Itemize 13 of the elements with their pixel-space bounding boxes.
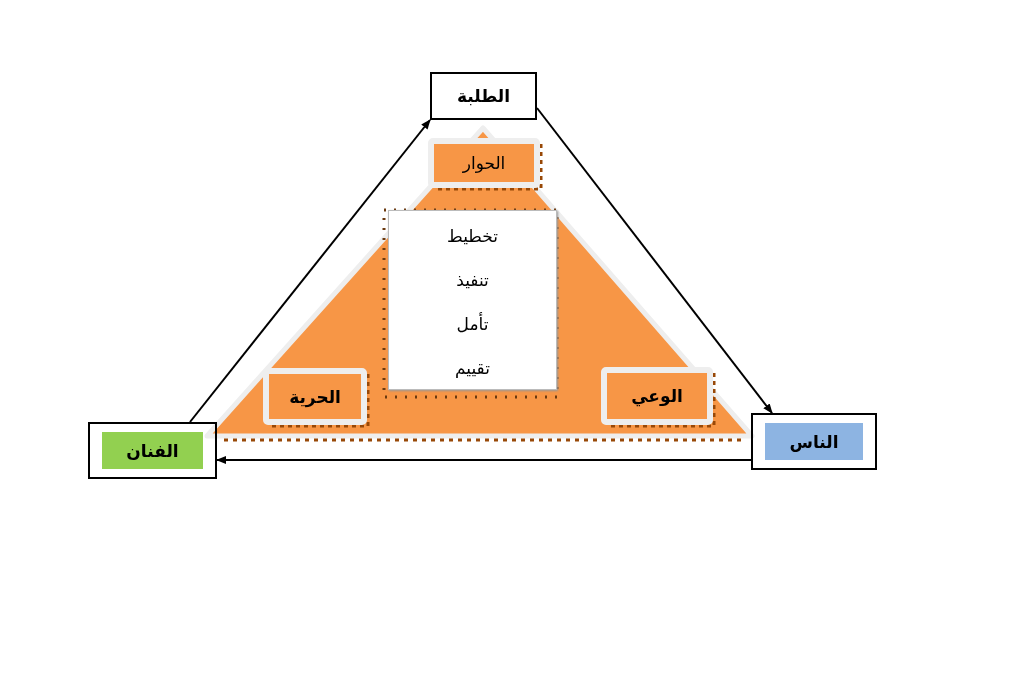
arrow: [189, 119, 431, 423]
label-box: الطلبة: [430, 72, 537, 120]
step-label: تخطيط: [447, 225, 498, 247]
arrow: [536, 107, 773, 414]
concept-box: الوعي: [601, 367, 713, 425]
step-label: تنفيذ: [456, 269, 489, 291]
concept-box: الحوار: [428, 138, 540, 188]
step-label: تأمل: [456, 313, 489, 335]
label-box: الناس: [751, 413, 877, 470]
label-box: الفنان: [88, 422, 217, 479]
arrow: [216, 456, 752, 464]
concept-box: الحرية: [263, 368, 367, 425]
step-label: تقييم: [455, 357, 490, 379]
